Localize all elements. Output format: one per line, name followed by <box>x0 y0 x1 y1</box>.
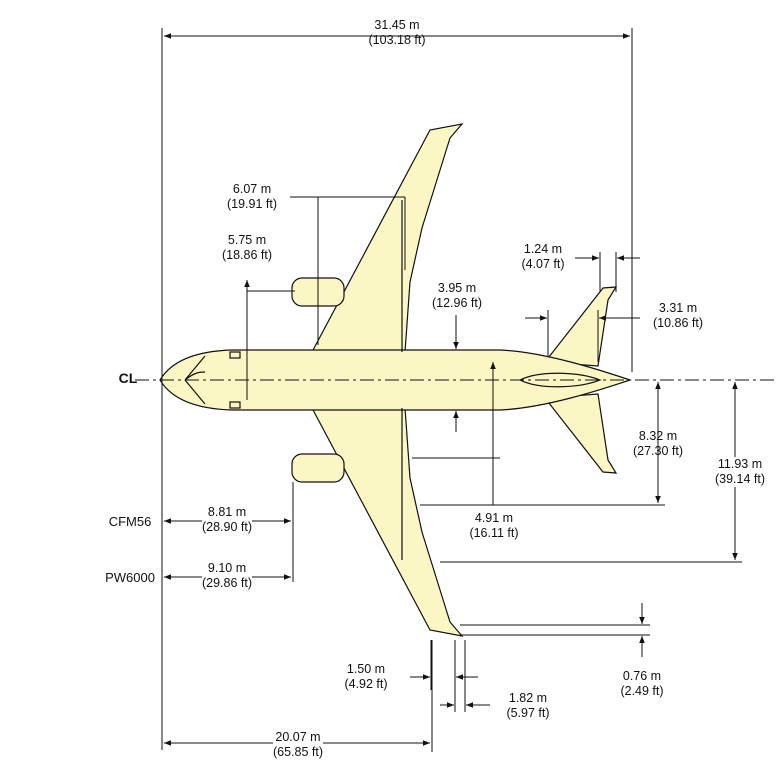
nose-to-engine-m: 5.75 m <box>227 233 267 247</box>
half-span-label: 11.93 m(39.14 ft) <box>714 457 766 487</box>
cfm56-m: 8.81 m <box>207 505 247 519</box>
span-label: 31.45 m(103.18 ft) <box>369 18 426 48</box>
engine-spacing-ft: (16.11 ft) <box>469 526 519 540</box>
fuselage-width-ft: (12.96 ft) <box>431 296 483 310</box>
pw6000-m: 9.10 m <box>207 561 247 575</box>
length-to-tip-m: 20.07 m <box>275 730 321 744</box>
stab-root-ft: (10.86 ft) <box>652 316 704 330</box>
pw6000-engine-label: PW6000 <box>105 570 155 585</box>
wing-root-label: 6.07 m(19.91 ft) <box>227 182 277 212</box>
lower-engine <box>291 453 345 483</box>
length-to-tip-ft: (65.85 ft) <box>272 745 324 759</box>
wingtip-b-m: 1.82 m <box>508 691 548 705</box>
fuselage-width-m: 3.95 m <box>437 281 477 295</box>
wingtip-b-ft: (5.97 ft) <box>506 706 550 720</box>
stab-tip-ft: (4.07 ft) <box>521 257 565 271</box>
stab-tip-m: 1.24 m <box>523 242 563 256</box>
nose-to-engine-label: 5.75 m(18.86 ft) <box>222 233 272 263</box>
wingtip-a-label: 1.50 m(4.92 ft) <box>344 662 387 692</box>
wing-root-m: 6.07 m <box>232 182 272 196</box>
cfm56-engine-label: CFM56 <box>108 514 152 529</box>
pw6000-ft: (29.86 ft) <box>201 576 253 590</box>
cfm56-ft: (28.90 ft) <box>201 520 253 534</box>
wingtip-b-label: 1.82 m(5.97 ft) <box>506 691 549 721</box>
engine-spacing-label: 4.91 m(16.11 ft) <box>469 511 518 541</box>
lower-stabilizer <box>543 393 618 474</box>
pw6000-label: 9.10 m(29.86 ft) <box>201 561 253 591</box>
wingtip-offset-m: 0.76 m <box>622 669 662 683</box>
length-to-tip-label: 20.07 m(65.85 ft) <box>272 730 324 760</box>
half-span-ft: (39.14 ft) <box>714 472 766 486</box>
upper-wing <box>311 123 464 353</box>
wingtip-offset-label: 0.76 m(2.49 ft) <box>620 669 663 699</box>
nose-to-engine-ft: (18.86 ft) <box>221 248 273 262</box>
engine-spacing-m: 4.91 m <box>474 511 514 525</box>
wingtip-a-m: 1.50 m <box>346 662 386 676</box>
fuselage-width-label: 3.95 m(12.96 ft) <box>432 281 482 311</box>
wingtip-a-ft: (4.92 ft) <box>344 677 388 691</box>
stab-root-m: 3.31 m <box>658 301 698 315</box>
stab-tip-label: 1.24 m(4.07 ft) <box>521 242 564 272</box>
dimension-lines <box>161 28 742 752</box>
wing-root-ft: (19.91 ft) <box>226 197 278 211</box>
stab-root-label: 3.31 m(10.86 ft) <box>653 301 703 331</box>
cockpit-windows <box>184 355 206 405</box>
tail-cone <box>518 372 602 388</box>
wingtip-offset-ft: (2.49 ft) <box>620 684 664 698</box>
stab-span-m: 8.32 m <box>638 429 678 443</box>
lower-wing <box>311 407 464 637</box>
span-m: 31.45 m <box>374 18 420 32</box>
cfm56-label: 8.81 m(28.90 ft) <box>201 505 253 535</box>
upper-stabilizer <box>543 286 618 367</box>
span-ft: (103.18 ft) <box>368 33 426 47</box>
half-span-m: 11.93 m <box>717 457 763 471</box>
stab-span-ft: (27.30 ft) <box>632 444 684 458</box>
centerline-label: CL <box>118 370 138 386</box>
stab-span-label: 8.32 m(27.30 ft) <box>633 429 683 459</box>
